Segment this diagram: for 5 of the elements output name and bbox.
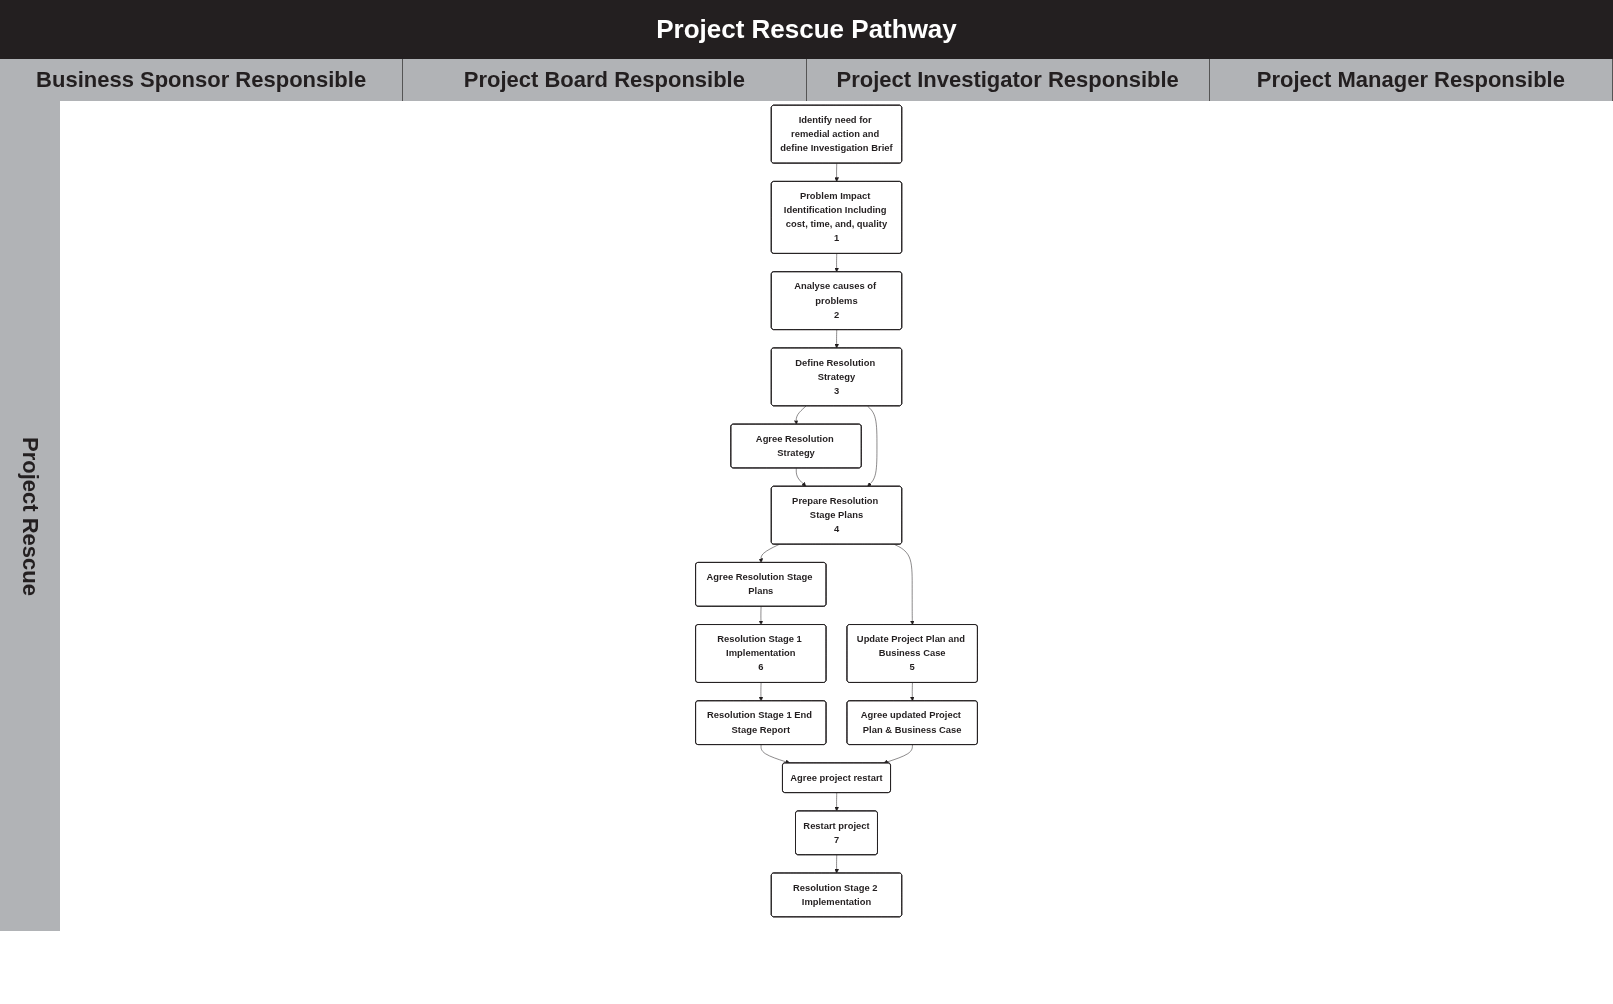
lane-header: Project Manager Responsible [1209,59,1613,101]
row-header: Project Rescue [17,436,43,596]
title-bar: Project Rescue Pathway [0,0,1613,59]
lane-header: Project Board Responsible [403,59,807,101]
lane-header: Project Investigator Responsible [806,59,1210,101]
